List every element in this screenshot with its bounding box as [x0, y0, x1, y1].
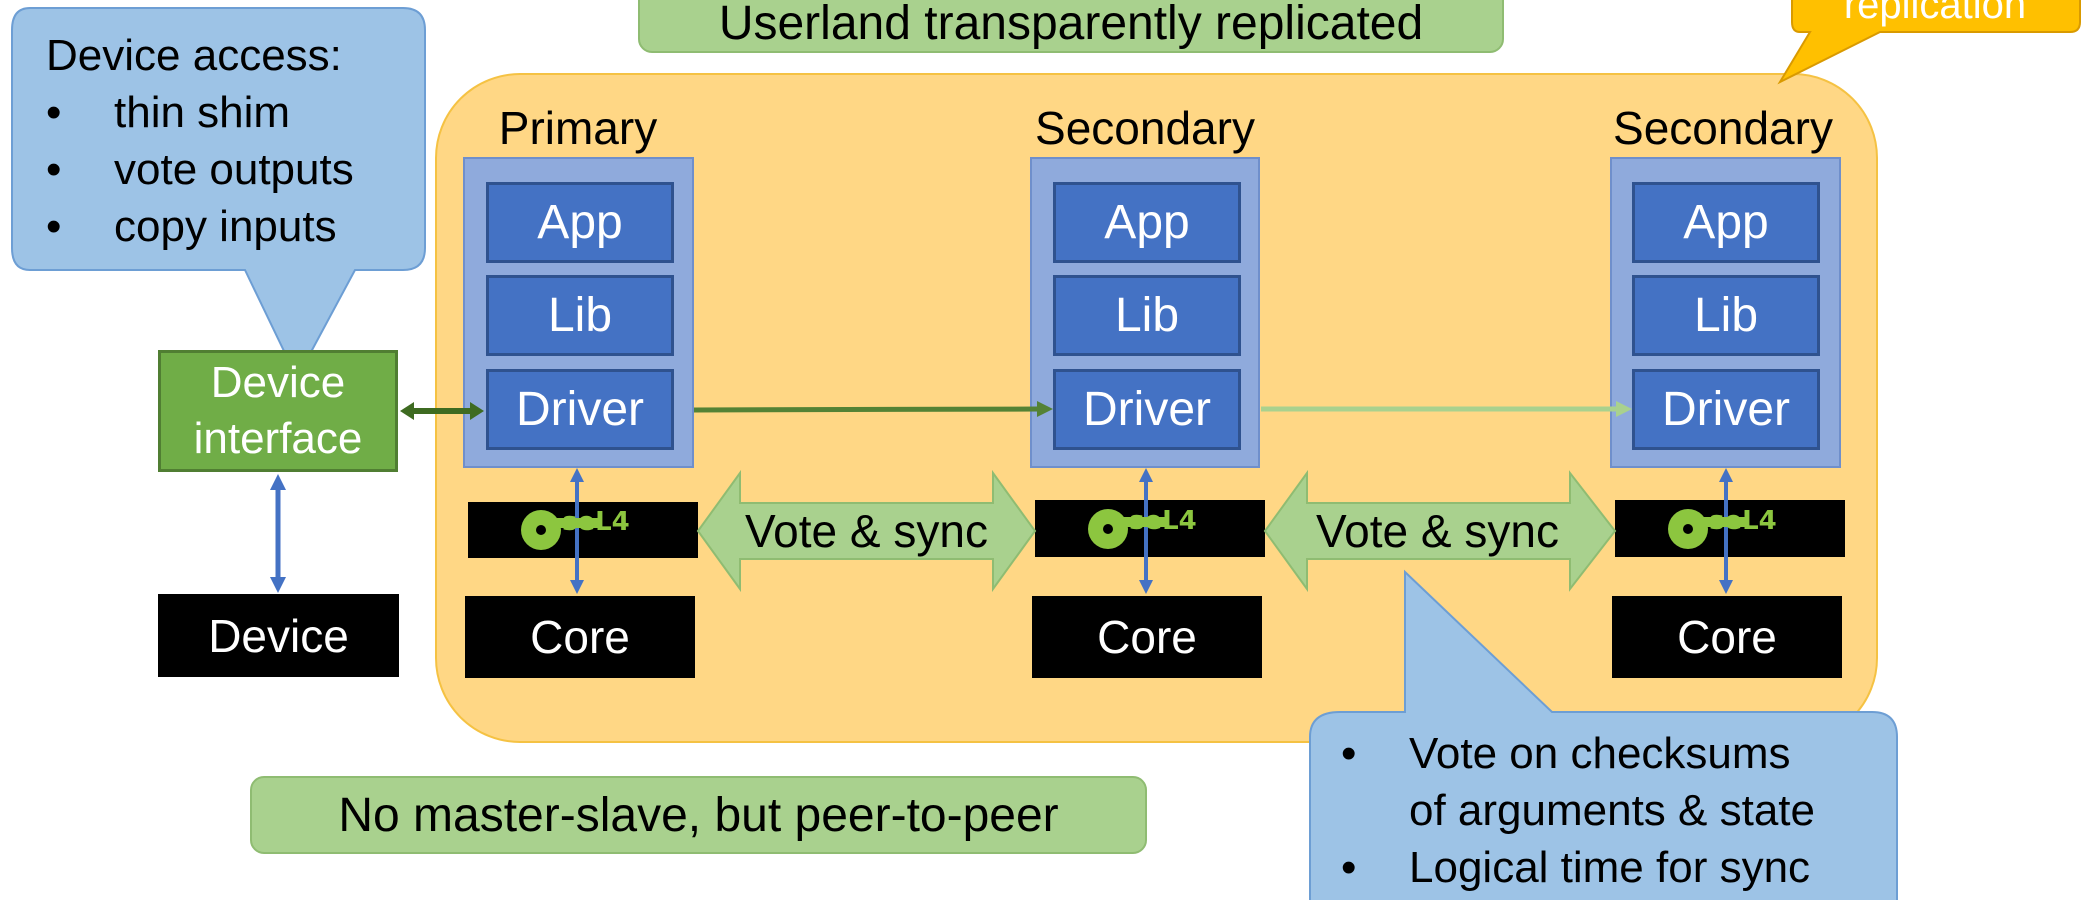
- sel4-kernel-box: [468, 502, 698, 558]
- device-access-item: vote outputs: [46, 141, 416, 198]
- app-block: App: [1632, 182, 1820, 263]
- replica-role-secondary: Secondary: [1035, 102, 1255, 154]
- core-box: Core: [1612, 596, 1842, 678]
- vote-callout-text: Vote on checksums of arguments & state L…: [1341, 725, 1891, 896]
- device-access-list: thin shim vote outputs copy inputs: [46, 84, 416, 255]
- driver-replication-arrow: [693, 406, 1041, 413]
- device-interface-box: Device interface: [158, 350, 398, 472]
- replica-role-secondary: Secondary: [1613, 102, 1833, 154]
- driver-block: Driver: [1053, 369, 1241, 450]
- vote-callout-item: Vote on checksums of arguments & state: [1341, 725, 1891, 839]
- vote-sync-arrow-2: [1263, 469, 1617, 593]
- sel4-kernel-box: [1615, 500, 1845, 557]
- lib-block: Lib: [1053, 275, 1241, 356]
- vote-callout-item: Logical time for sync: [1341, 839, 1891, 896]
- sel4-kernel-box: [1035, 500, 1265, 557]
- header-title: Userland transparently replicated: [638, 0, 1504, 53]
- device-access-item: copy inputs: [46, 198, 416, 255]
- sel4-logo-icon: seL4: [1088, 506, 1197, 549]
- vote-callout-item1-line2: of arguments & state: [1409, 786, 1815, 835]
- vote-callout-list: Vote on checksums of arguments & state L…: [1341, 725, 1891, 896]
- svg-text:seL4: seL4: [1129, 506, 1197, 536]
- driver-block: Driver: [1632, 369, 1820, 450]
- driver-block: Driver: [486, 369, 674, 450]
- kernel-core-arrows: [570, 468, 1733, 594]
- corner-callout-text: replication: [1843, 0, 2027, 27]
- core-box: Core: [465, 596, 695, 678]
- app-block: App: [486, 182, 674, 263]
- arrow-head-down-icon: [270, 577, 286, 593]
- arrow-head-up-icon: [270, 474, 286, 490]
- replica-role-primary: Primary: [498, 102, 658, 154]
- vote-sync-label: Vote & sync: [745, 505, 988, 557]
- app-block: App: [1053, 182, 1241, 263]
- svg-text:seL4: seL4: [1709, 506, 1777, 536]
- peer-to-peer-note: No master-slave, but peer-to-peer: [250, 776, 1147, 854]
- device-interface-line2: interface: [193, 414, 363, 463]
- vote-sync-arrow-1: [696, 469, 1037, 593]
- device-access-item: thin shim: [46, 84, 416, 141]
- vote-callout-item1-line1: Vote on checksums: [1409, 729, 1791, 778]
- device-access-title: Device access:: [46, 31, 342, 80]
- core-box: Core: [1032, 596, 1262, 678]
- device-box: Device: [158, 594, 399, 677]
- device-access-text: Device access: thin shim vote outputs co…: [46, 27, 416, 255]
- vote-sync-label: Vote & sync: [1316, 505, 1559, 557]
- sel4-logo-icon: seL4: [1668, 506, 1777, 549]
- svg-text:seL4: seL4: [562, 507, 630, 537]
- lib-block: Lib: [1632, 275, 1820, 356]
- device-interface-line1: Device: [210, 358, 346, 407]
- sel4-logo-icon: seL4: [521, 507, 630, 550]
- lib-block: Lib: [486, 275, 674, 356]
